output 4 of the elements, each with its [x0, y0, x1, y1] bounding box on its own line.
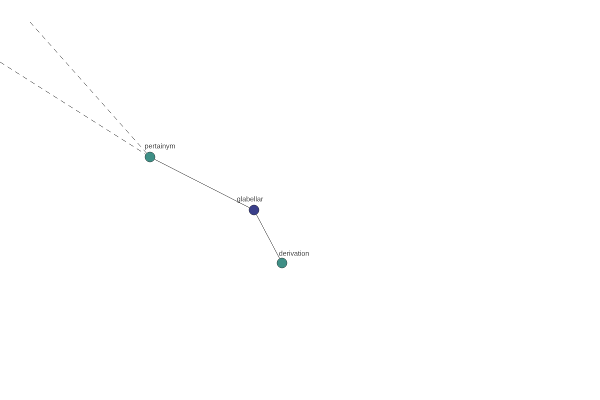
- connector: [256, 214, 280, 259]
- connector: [30, 22, 147, 154]
- connector: [154, 159, 250, 208]
- connector: [0, 62, 146, 154]
